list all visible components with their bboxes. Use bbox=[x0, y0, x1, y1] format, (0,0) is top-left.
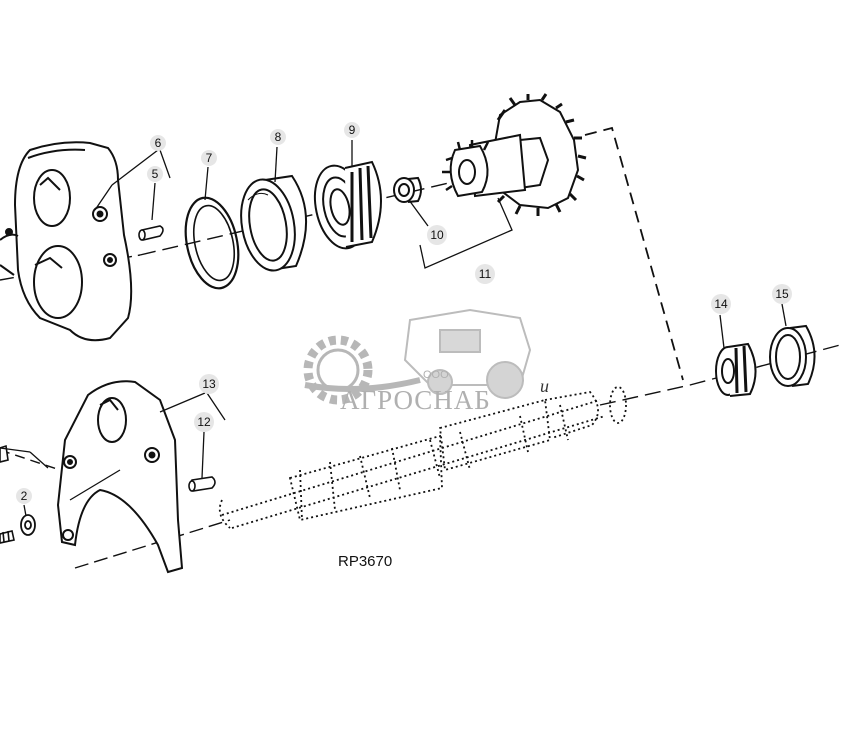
watermark-gear-icon bbox=[303, 335, 421, 405]
callout-11-label: 11 bbox=[479, 267, 492, 281]
washer-2 bbox=[20, 514, 36, 536]
bearing-14 bbox=[715, 342, 757, 397]
callout-8: 8 bbox=[270, 129, 286, 145]
callout-15: 15 bbox=[772, 284, 792, 304]
callout-13-label: 13 bbox=[202, 377, 216, 391]
callout-7-label: 7 bbox=[206, 151, 213, 165]
callout-5: 5 bbox=[147, 166, 163, 182]
callout-2-label: 2 bbox=[21, 489, 28, 503]
callout-12-label: 12 bbox=[197, 415, 211, 429]
callout-14: 14 bbox=[711, 294, 731, 314]
callout-6: 6 bbox=[150, 135, 166, 151]
callout-14-label: 14 bbox=[714, 297, 728, 311]
callout-11: 11 bbox=[475, 264, 495, 284]
shaft bbox=[218, 386, 627, 529]
callout-7: 7 bbox=[201, 150, 217, 166]
bearing-cup-8 bbox=[240, 174, 307, 272]
reference-code: RP3670 bbox=[338, 553, 392, 570]
callout-5-label: 5 bbox=[152, 167, 159, 181]
callout-6-label: 6 bbox=[155, 136, 162, 150]
watermark-mark-letter: u bbox=[540, 376, 549, 396]
watermark-harvester-icon bbox=[403, 308, 532, 399]
bearing-9 bbox=[313, 160, 382, 250]
callout-13: 13 bbox=[199, 374, 219, 394]
upper-housing-plate bbox=[0, 141, 133, 342]
callout-10-label: 10 bbox=[430, 228, 444, 242]
callout-12: 12 bbox=[194, 412, 214, 432]
callout-9: 9 bbox=[344, 122, 360, 138]
callout-15-label: 15 bbox=[775, 287, 789, 301]
pin-5 bbox=[138, 225, 164, 241]
callout-10: 10 bbox=[427, 225, 447, 245]
bolt-upper bbox=[0, 444, 9, 463]
ring-7 bbox=[184, 196, 240, 290]
gear-11 bbox=[442, 93, 587, 216]
watermark-company-name: АГРОСНАБ bbox=[340, 385, 491, 415]
bolt bbox=[0, 530, 15, 544]
watermark: ООО АГРОСНАБ u bbox=[303, 308, 549, 415]
callout-8-label: 8 bbox=[275, 130, 282, 144]
bearing-10 bbox=[393, 176, 422, 203]
bearing-cup-15 bbox=[769, 324, 816, 387]
leader-lines bbox=[0, 140, 787, 517]
watermark-company-prefix: ООО bbox=[423, 369, 449, 381]
callout-9-label: 9 bbox=[349, 123, 356, 137]
callout-2: 2 bbox=[16, 488, 32, 504]
pin-12 bbox=[188, 476, 216, 492]
lower-housing-plate bbox=[56, 380, 184, 574]
